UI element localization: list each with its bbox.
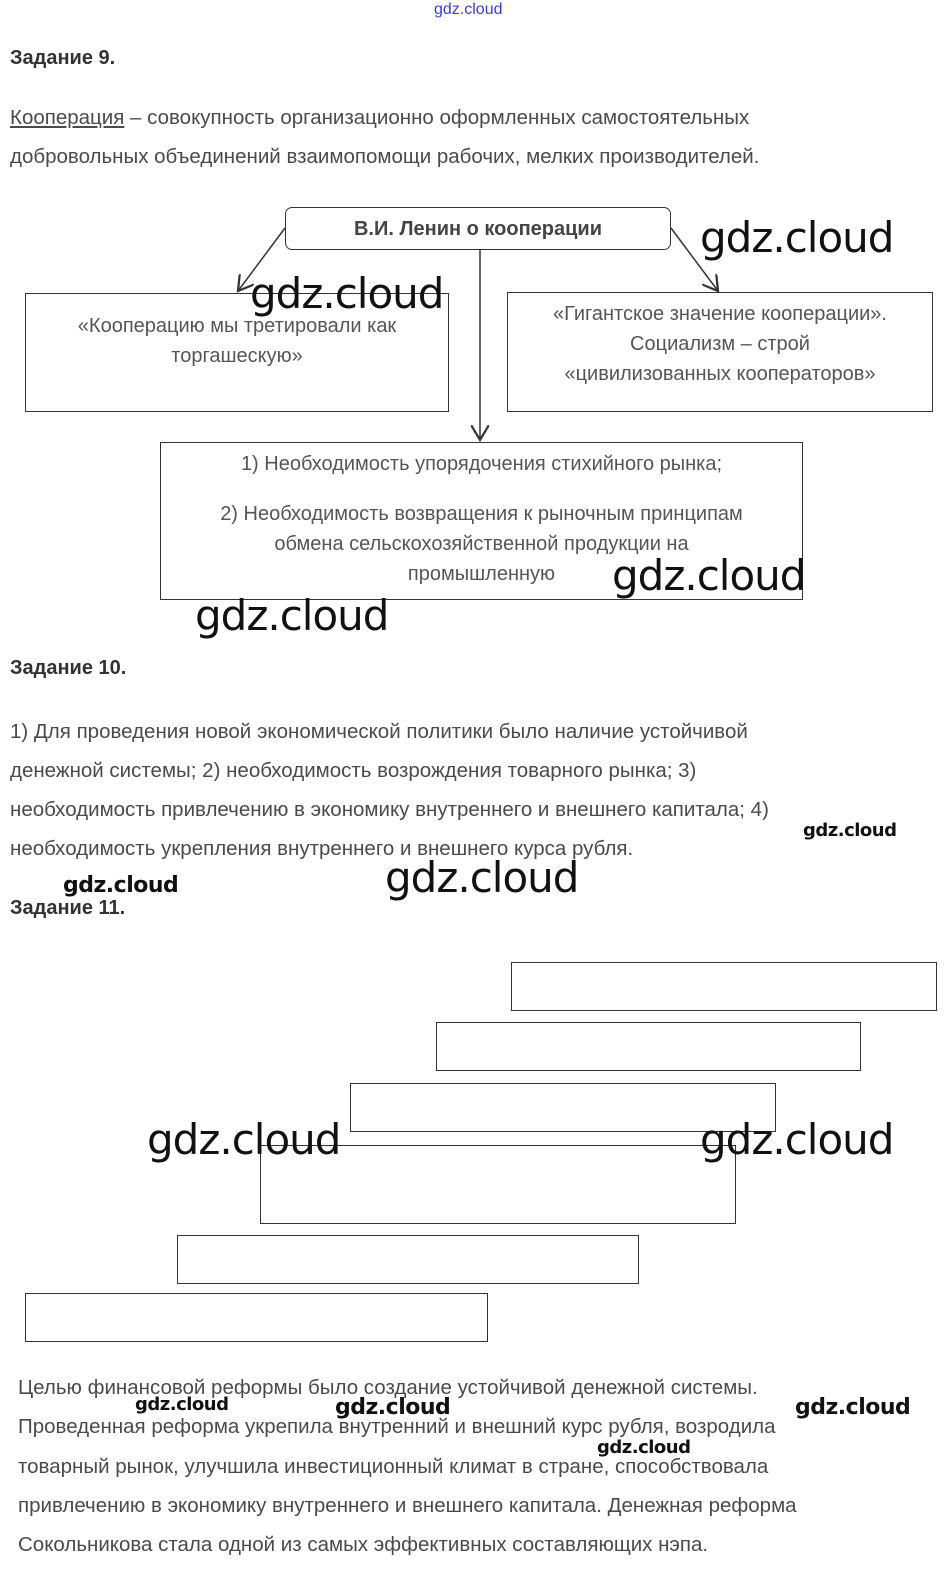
empty-box bbox=[25, 1293, 488, 1342]
watermark: gdz.cloud bbox=[700, 1115, 894, 1164]
definition-line-2: добровольных объединений взаимопомощи ра… bbox=[10, 145, 760, 168]
definition-line-1: Кооперация – совокупность организационно… bbox=[10, 98, 749, 137]
empty-box bbox=[177, 1235, 639, 1284]
task11-heading: Задание 11. bbox=[10, 897, 126, 919]
task9-heading: Задание 9. bbox=[10, 47, 116, 69]
term: Кооперация bbox=[10, 106, 125, 129]
definition-text: – совокупность организационно оформленны… bbox=[124, 106, 750, 129]
watermark: gdz.cloud bbox=[195, 591, 389, 640]
left-box-line: «Кооперацию мы третировали как bbox=[77, 315, 397, 337]
bottom-box-line: 1) Необходимость упорядочения стихийного… bbox=[240, 453, 723, 475]
arrow-right bbox=[670, 227, 718, 291]
watermark: gdz.cloud bbox=[612, 551, 806, 600]
diagram-title-box: В.И. Ленин о кооперации bbox=[285, 207, 671, 250]
bottom-box-line: промышленную bbox=[407, 563, 556, 585]
task10-line: необходимость укрепления внутреннего и в… bbox=[10, 837, 634, 860]
diagram-right-box: «Гигантское значение кооперации». Социал… bbox=[507, 292, 933, 412]
watermark: gdz.cloud bbox=[63, 873, 179, 898]
right-box-line: «Гигантское значение кооперации». bbox=[553, 303, 887, 325]
task11-line: товарный рынок, улучшила инвестиционный … bbox=[18, 1455, 769, 1478]
diagram-title: В.И. Ленин о кооперации bbox=[353, 218, 603, 240]
right-box-line: Социализм – строй bbox=[630, 333, 810, 355]
bottom-box-line: обмена сельскохозяйственной продукции на bbox=[274, 533, 689, 555]
task11-line: привлечению в экономику внутреннего и вн… bbox=[18, 1494, 797, 1517]
watermark: gdz.cloud bbox=[250, 269, 444, 318]
arrow-left bbox=[238, 227, 286, 291]
watermark: gdz.cloud bbox=[803, 820, 897, 841]
watermark: gdz.cloud bbox=[385, 853, 579, 902]
task10-line: 1) Для проведения новой экономической по… bbox=[10, 720, 748, 743]
watermark: gdz.cloud bbox=[795, 1395, 911, 1420]
task11-line: Сокольникова стала одной из самых эффект… bbox=[18, 1533, 709, 1556]
diagram-bottom-box: 1) Необходимость упорядочения стихийного… bbox=[160, 442, 803, 600]
watermark: gdz.cloud bbox=[597, 1437, 691, 1458]
right-box-line: «цивилизованных кооператоров» bbox=[564, 363, 876, 385]
task10-line: денежной системы; 2) необходимость возро… bbox=[10, 759, 697, 782]
empty-box bbox=[436, 1022, 861, 1071]
diagram-arrows bbox=[0, 227, 948, 700]
empty-box bbox=[511, 962, 937, 1011]
watermark: gdz.cloud bbox=[147, 1115, 341, 1164]
watermark: gdz.cloud bbox=[700, 213, 894, 262]
bottom-box-line: 2) Необходимость возвращения к рыночным … bbox=[220, 503, 743, 525]
top-watermark-link[interactable]: gdz.cloud bbox=[434, 1, 503, 18]
task10-heading: Задание 10. bbox=[10, 657, 127, 679]
diagram-left-box: «Кооперацию мы третировали как торгашеск… bbox=[25, 293, 449, 412]
task11-line: Целью финансовой реформы было создание у… bbox=[18, 1376, 758, 1399]
empty-box bbox=[350, 1083, 776, 1132]
task11-line: Проведенная реформа укрепила внутренний … bbox=[18, 1415, 776, 1438]
watermark: gdz.cloud bbox=[335, 1395, 451, 1420]
empty-box bbox=[260, 1145, 736, 1224]
left-box-line: торгашескую» bbox=[171, 345, 303, 367]
watermark: gdz.cloud bbox=[135, 1394, 229, 1415]
task10-line: необходимость привлечению в экономику вн… bbox=[10, 798, 769, 821]
